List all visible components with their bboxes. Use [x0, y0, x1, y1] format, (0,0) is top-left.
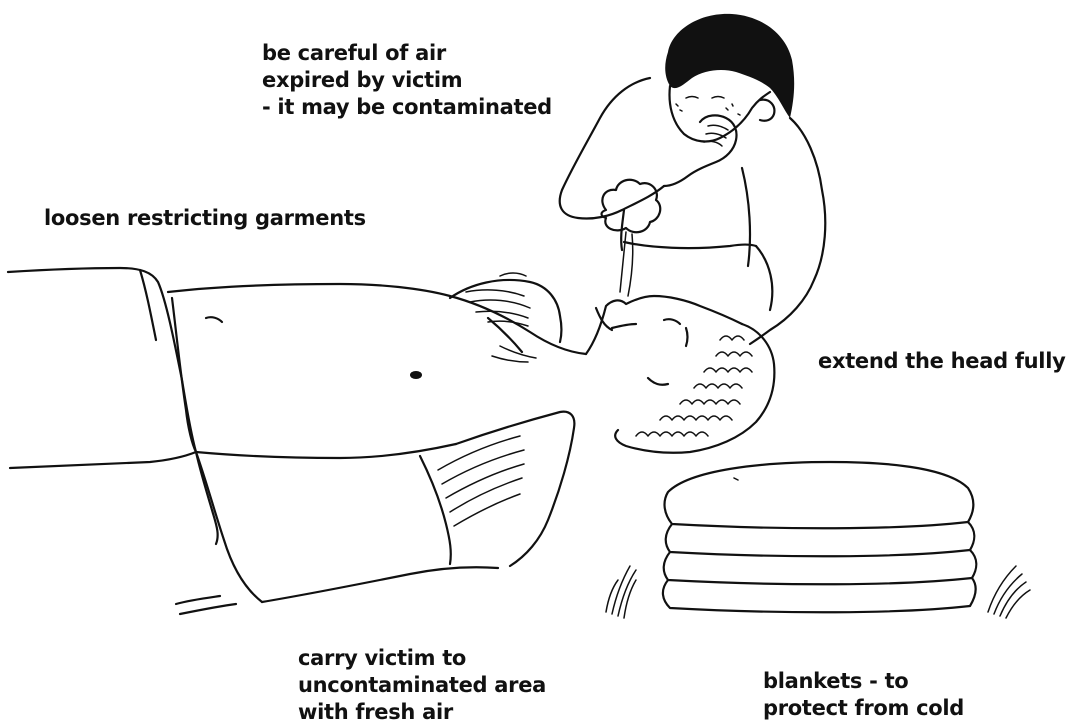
- label-extend-head: extend the head fully: [818, 348, 1066, 375]
- rescuer-body: [560, 78, 664, 219]
- victim-upper-arm: [8, 268, 196, 452]
- label-blankets: blankets - to protect from cold: [763, 668, 964, 722]
- grass-left: [606, 566, 636, 618]
- label-line: expired by victim: [262, 67, 552, 94]
- label-line: with fresh air: [298, 699, 546, 723]
- label-line: loosen restricting garments: [44, 205, 366, 232]
- expired-air-cloud: [602, 180, 661, 296]
- label-line: protect from cold: [763, 695, 964, 722]
- label-loosen-garments: loosen restricting garments: [44, 205, 366, 232]
- label-carry-victim: carry victim to uncontaminated area with…: [298, 645, 546, 723]
- label-line: be careful of air: [262, 40, 552, 67]
- victim-head: [586, 296, 742, 354]
- grass-right: [988, 566, 1030, 618]
- rescuer-face: [670, 86, 770, 141]
- label-line: uncontaminated area: [298, 672, 546, 699]
- label-line: extend the head fully: [818, 348, 1066, 375]
- label-line: - it may be contaminated: [262, 94, 552, 121]
- label-line: carry victim to: [298, 645, 546, 672]
- victim-chest: [168, 284, 586, 354]
- label-line: blankets - to: [763, 668, 964, 695]
- victim-figure: [8, 268, 774, 614]
- rescuer-hand: [664, 115, 737, 186]
- victim-lower-arm: [10, 452, 196, 468]
- blanket-stack: [663, 462, 976, 612]
- rescuer-hair: [665, 14, 794, 118]
- label-careful-of-expired-air: be careful of air expired by victim - it…: [262, 40, 552, 121]
- rescuer-figure: [560, 14, 826, 344]
